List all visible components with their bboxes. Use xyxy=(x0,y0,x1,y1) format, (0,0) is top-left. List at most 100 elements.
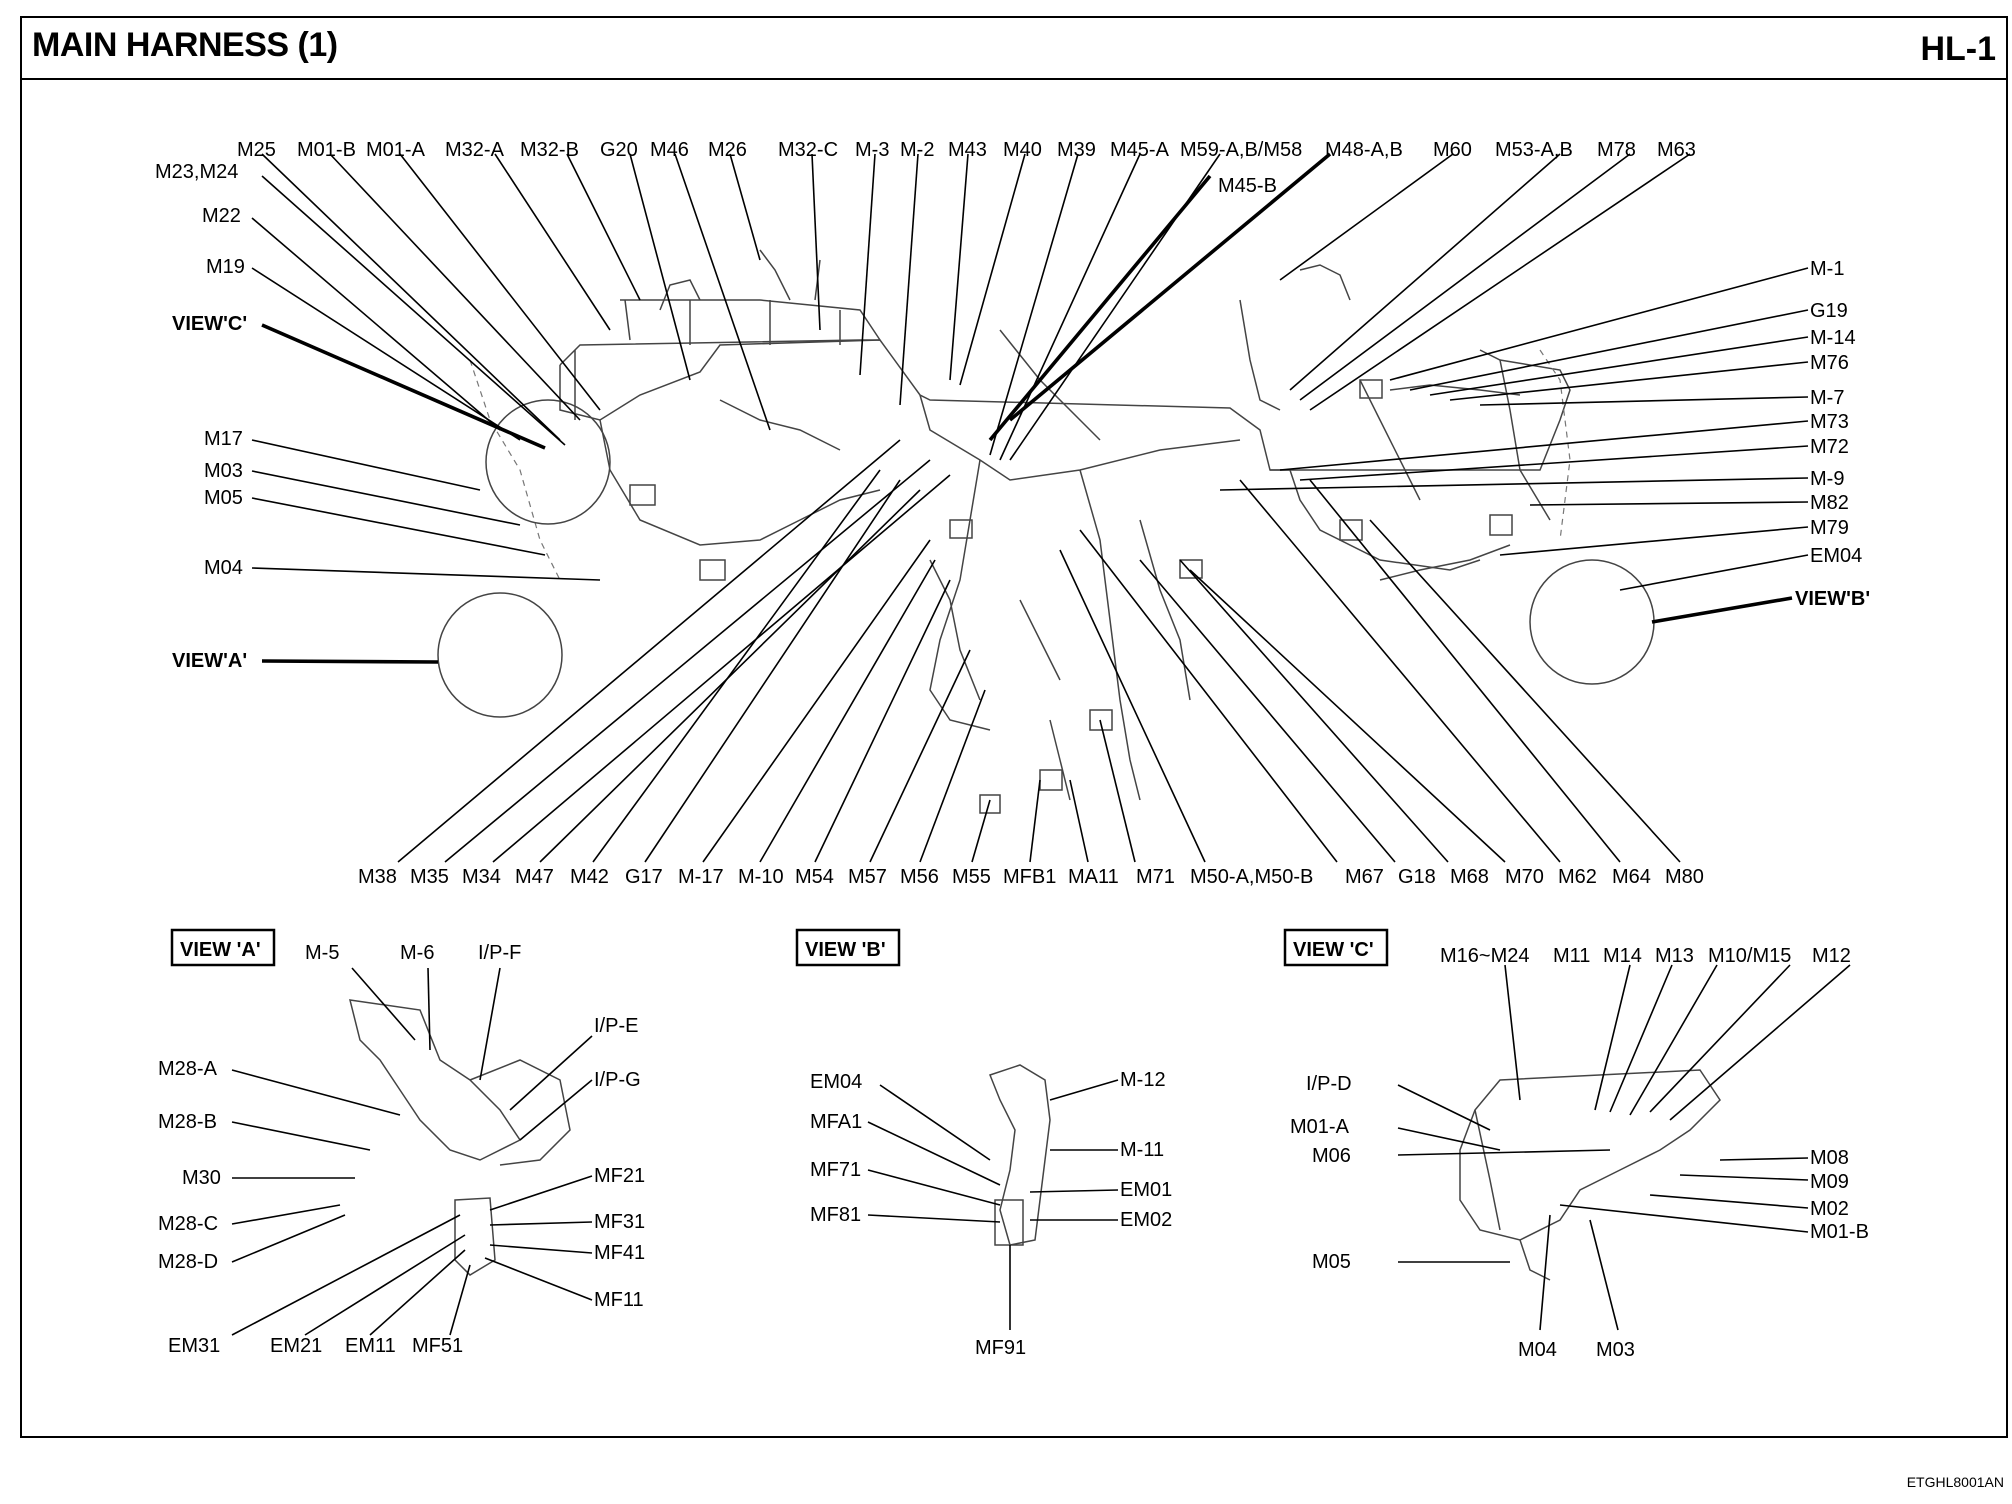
view-b-label-em01: EM01 xyxy=(1120,1179,1172,1201)
view-a-label-i-p-g: I/P-G xyxy=(594,1069,641,1091)
page-title: MAIN HARNESS (1) xyxy=(32,26,338,64)
label-m76: M76 xyxy=(1810,352,1849,374)
label-ma11: MA11 xyxy=(1068,866,1119,888)
label-m64: M64 xyxy=(1612,866,1651,888)
view-a-detail: VIEW 'A' M-5 M-6 I/P-F I/P-E I/P-G M28-A… xyxy=(158,928,645,1357)
label-g18: G18 xyxy=(1398,866,1436,888)
view-a-title-box xyxy=(170,928,276,967)
dashboard-outline-art xyxy=(469,249,1571,814)
label-m54: M54 xyxy=(795,866,834,888)
view-a-label-mf31: MF31 xyxy=(594,1211,645,1233)
label-m56: M56 xyxy=(900,866,939,888)
label-m42: M42 xyxy=(570,866,609,888)
view-a-label-m28-d: M28-D xyxy=(158,1251,218,1273)
view-c-label-m03: M03 xyxy=(1596,1339,1635,1361)
view-a-label-mf41: MF41 xyxy=(594,1242,645,1264)
view-b-label-m-11: M-11 xyxy=(1120,1139,1164,1161)
label-m05: M05 xyxy=(204,487,243,509)
label-m45-a: M45-A xyxy=(1110,139,1170,161)
view-a-label-mf11: MF11 xyxy=(594,1289,644,1311)
view-b-label-mfa1: MFA1 xyxy=(810,1111,862,1133)
label-m32-c: M32-C xyxy=(778,139,838,161)
label-m03: M03 xyxy=(204,460,243,482)
label-m23-m24: M23,M24 xyxy=(155,161,238,183)
label-g20: G20 xyxy=(600,139,638,161)
label-g19: G19 xyxy=(1810,300,1848,322)
view-a-label-em11: EM11 xyxy=(345,1335,396,1357)
label-m78: M78 xyxy=(1597,139,1636,161)
view-c-label-m04: M04 xyxy=(1518,1339,1557,1361)
view-b-label-m-12: M-12 xyxy=(1120,1069,1166,1091)
label-m62: M62 xyxy=(1558,866,1597,888)
label-m-2: M-2 xyxy=(900,139,934,161)
diagram-frame xyxy=(20,16,2008,1438)
header-rule xyxy=(20,78,2008,80)
view-a-label-mf21: MF21 xyxy=(594,1165,645,1187)
label-m40: M40 xyxy=(1003,139,1042,161)
label-view-c-callout: VIEW'C' xyxy=(172,313,247,335)
view-a-title: VIEW 'A' xyxy=(180,939,261,961)
label-view-b-callout: VIEW'B' xyxy=(1795,588,1870,610)
label-m71: M71 xyxy=(1136,866,1175,888)
label-m-9: M-9 xyxy=(1810,468,1844,490)
label-m45-b: M45-B xyxy=(1218,175,1277,197)
label-m39: M39 xyxy=(1057,139,1096,161)
view-c-label-m09: M09 xyxy=(1810,1171,1849,1193)
view-a-label-m-5: M-5 xyxy=(305,942,339,964)
view-c-label-m01-b: M01-B xyxy=(1810,1221,1869,1243)
view-b-label-mf71: MF71 xyxy=(810,1159,861,1181)
label-m67: M67 xyxy=(1345,866,1384,888)
view-b-title-box xyxy=(795,928,901,967)
view-a-label-i-p-f: I/P-F xyxy=(478,942,521,964)
label-m26: M26 xyxy=(708,139,747,161)
view-c-label-m13: M13 xyxy=(1655,945,1694,967)
view-b-label-mf91: MF91 xyxy=(975,1337,1026,1359)
view-c-label-m01-a: M01-A xyxy=(1290,1116,1350,1138)
view-b-label-mf81: MF81 xyxy=(810,1204,861,1226)
view-c-label-m05: M05 xyxy=(1312,1251,1351,1273)
label-m-10: M-10 xyxy=(738,866,784,888)
label-m47: M47 xyxy=(515,866,554,888)
view-c-label-m12: M12 xyxy=(1812,945,1851,967)
label-m38: M38 xyxy=(358,866,397,888)
view-c-label-m11: M11 xyxy=(1553,945,1590,967)
main-view-labels: M25 M01-B M01-A M32-A M32-B G20 M46 M26 … xyxy=(155,139,1870,888)
view-c-label-m14: M14 xyxy=(1603,945,1642,967)
label-m79: M79 xyxy=(1810,517,1849,539)
view-c-title: VIEW 'C' xyxy=(1293,939,1374,961)
view-a-label-em31: EM31 xyxy=(168,1335,220,1357)
label-m01-a: M01-A xyxy=(366,139,426,161)
label-m50-a-m50-b: M50-A,M50-B xyxy=(1190,866,1313,888)
view-a-label-m30: M30 xyxy=(182,1167,221,1189)
label-m34: M34 xyxy=(462,866,501,888)
page-code: HL-1 xyxy=(1920,30,1996,68)
view-b-magnifier xyxy=(1529,559,1655,685)
label-m53-a-b: M53-A,B xyxy=(1495,139,1573,161)
label-em04: EM04 xyxy=(1810,545,1862,567)
label-m48-a-b: M48-A,B xyxy=(1325,139,1403,161)
view-b-detail: VIEW 'B' EM04 MFA1 MF71 MF81 M-12 M-11 E… xyxy=(795,928,1172,1359)
view-a-label-i-p-e: I/P-E xyxy=(594,1015,638,1037)
view-a-label-m28-a: M28-A xyxy=(158,1058,218,1080)
label-m68: M68 xyxy=(1450,866,1489,888)
view-c-detail: VIEW 'C' M16~M24 M11 M14 M13 M10/M15 M12… xyxy=(1283,928,1869,1361)
view-a-label-em21: EM21 xyxy=(270,1335,322,1357)
label-view-a-callout: VIEW'A' xyxy=(172,650,247,672)
label-m43: M43 xyxy=(948,139,987,161)
view-a-label-mf51: MF51 xyxy=(412,1335,463,1357)
label-g17: G17 xyxy=(625,866,663,888)
view-a-label-m28-b: M28-B xyxy=(158,1111,217,1133)
label-m-1: M-1 xyxy=(1810,258,1844,280)
label-m55: M55 xyxy=(952,866,991,888)
view-c-magnifier xyxy=(485,399,611,525)
label-m19: M19 xyxy=(206,256,245,278)
label-m04: M04 xyxy=(204,557,243,579)
view-b-label-em02: EM02 xyxy=(1120,1209,1172,1231)
label-m80: M80 xyxy=(1665,866,1704,888)
label-m01-b: M01-B xyxy=(297,139,356,161)
label-m46: M46 xyxy=(650,139,689,161)
main-leader-lines xyxy=(251,152,1809,863)
view-c-label-m10-m15: M10/M15 xyxy=(1708,945,1791,967)
label-m70: M70 xyxy=(1505,866,1544,888)
